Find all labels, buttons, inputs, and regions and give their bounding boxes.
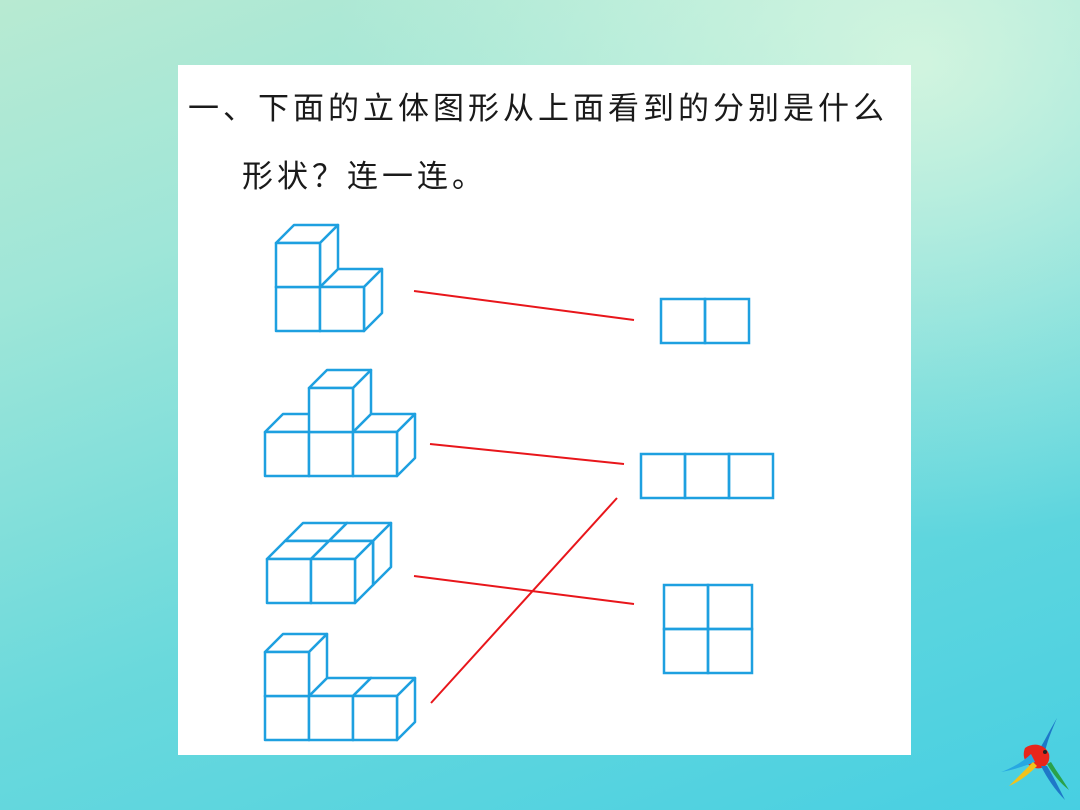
question-text-line-1: 一、下面的立体图形从上面看到的分别是什么 (188, 91, 888, 127)
cube-face (309, 557, 357, 605)
cube-face (263, 430, 311, 478)
cube-face (263, 694, 311, 742)
cube-face (274, 285, 322, 333)
answer-line-4 (430, 497, 618, 704)
answer-line-1 (413, 290, 635, 321)
question-text-line-2: 形状？连一连。 (242, 159, 487, 195)
top-view-square (706, 583, 754, 631)
solid-2 (263, 368, 417, 478)
solid-1 (274, 223, 384, 333)
top-view-square (662, 583, 710, 631)
top-view-1 (659, 297, 751, 345)
cube-face (274, 241, 322, 289)
answer-line-2 (429, 443, 625, 465)
cube-face (265, 557, 313, 605)
solid-3 (265, 521, 393, 605)
cube-face (351, 430, 399, 478)
top-view-3 (662, 583, 754, 675)
top-view-square (703, 297, 751, 345)
cube-face (318, 285, 366, 333)
cube-face (263, 650, 311, 698)
cube-face (351, 694, 399, 742)
cube-face (307, 694, 355, 742)
solid-4 (263, 632, 417, 742)
cube-face (307, 386, 355, 434)
top-view-square (727, 452, 775, 500)
top-view-square (662, 627, 710, 675)
top-view-square (683, 452, 731, 500)
top-view-square (659, 297, 707, 345)
top-view-square (639, 452, 687, 500)
top-view-2 (639, 452, 775, 500)
parrot-icon (1001, 718, 1069, 800)
top-view-square (706, 627, 754, 675)
cube-face (307, 430, 355, 478)
answer-line-3 (413, 575, 635, 605)
